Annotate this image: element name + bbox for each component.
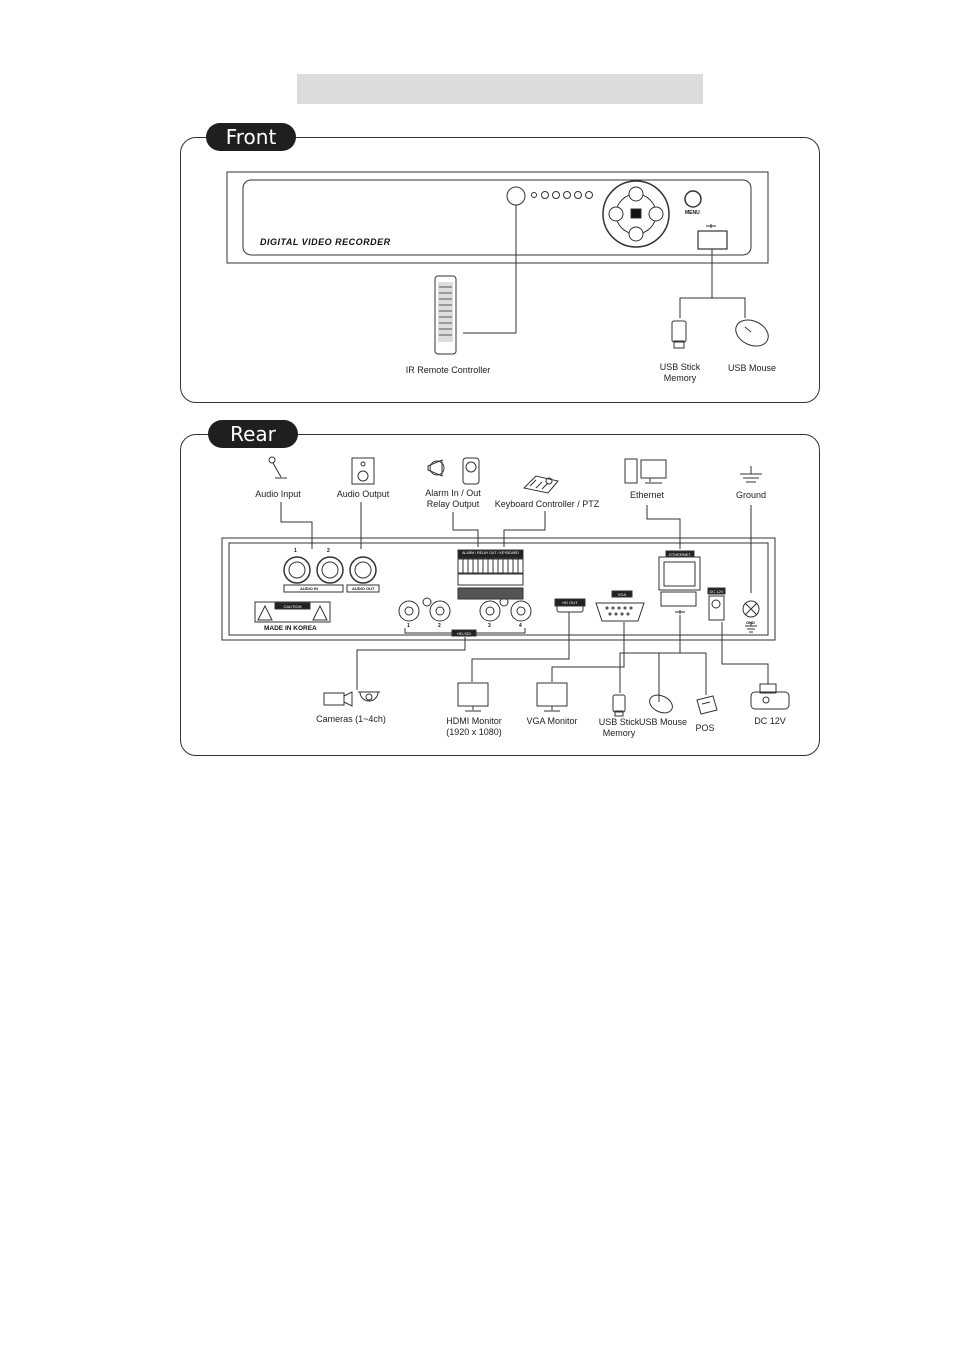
dc-adapter-icon <box>750 683 790 710</box>
speaker-icon <box>351 457 375 485</box>
device-model-label: DIGITAL VIDEO RECORDER <box>260 237 391 247</box>
ethernet-label: Ethernet <box>629 490 665 500</box>
dc-power-jack-icon <box>707 587 726 621</box>
keyboard-ptz-label: Keyboard Controller / PTZ <box>494 499 600 509</box>
ground-symbol-icon <box>740 466 762 483</box>
alarm-relay-label: Alarm In / Out Relay Output <box>425 488 481 509</box>
rear-panel-frame <box>180 434 820 756</box>
gnd-terminal-icon <box>742 600 760 633</box>
menu-label: MENU <box>685 210 700 216</box>
rear-usb-mouse-icon <box>649 694 673 714</box>
usb-symbol-icon <box>706 224 716 228</box>
dc-12v-label: DC 12V <box>754 716 786 726</box>
front-section-tag: Front <box>206 123 296 151</box>
vga-monitor-label: VGA Monitor <box>526 716 578 726</box>
ir-remote-icon <box>434 275 457 355</box>
audio-in-2-label: 2 <box>327 548 330 554</box>
vga-panel-label: VGA <box>617 592 627 597</box>
channel-1-label: 1 <box>407 623 410 629</box>
page-title-bar <box>297 74 703 104</box>
alarm-strip-label: ALARM / RELAY OUT / KEYBOARD <box>462 551 519 555</box>
ethernet-port-icon <box>658 550 701 591</box>
gnd-panel-label: GND <box>746 620 755 625</box>
audio-output-label: Audio Output <box>336 489 390 499</box>
dc-panel-label: DC 12V <box>709 589 724 594</box>
menu-button-icon <box>684 190 702 208</box>
hdmi-monitor-label: HDMI Monitor (1920 x 1080) <box>446 716 502 737</box>
channel-3-label: 3 <box>488 623 491 629</box>
hd-sdi-label: HD-SDI <box>457 631 471 636</box>
rear-usb-stick-label: USB Stick Memory <box>598 717 640 738</box>
led-indicator-icons <box>531 191 593 199</box>
channel-2-label: 2 <box>438 623 441 629</box>
usb-mouse-label: USB Mouse <box>727 363 777 373</box>
caution-label: CAUTION <box>283 604 302 609</box>
dvr-front-unit <box>226 171 769 264</box>
rear-section-tag: Rear <box>208 420 298 448</box>
channel-4-label: 4 <box>519 623 522 629</box>
vga-port-icon <box>595 602 645 622</box>
ir-remote-label: IR Remote Controller <box>405 365 491 375</box>
camera-icons <box>323 691 380 707</box>
made-in-label: MADE IN KOREA <box>264 625 317 632</box>
rear-usb-port-icon <box>660 591 697 607</box>
ptz-keyboard-icon <box>522 475 559 494</box>
sensor-icon <box>462 457 480 485</box>
ground-label: Ground <box>735 490 767 500</box>
pos-label: POS <box>695 723 715 733</box>
alarm-terminal-block-icon <box>457 549 524 600</box>
audio-input-label: Audio Input <box>255 489 301 499</box>
hd-out-label: HD OUT <box>562 600 578 605</box>
audio-in-jacks-icon <box>283 556 344 593</box>
audio-out-panel-label: AUDIO OUT <box>352 586 375 591</box>
vga-monitor-icon <box>536 682 568 712</box>
usb-stick-icon <box>671 320 687 349</box>
ethernet-pc-icon <box>624 458 667 484</box>
navigation-pad-icon <box>602 180 670 248</box>
audio-out-jack-icon <box>346 556 380 593</box>
microphone-icon <box>268 456 287 479</box>
pos-terminal-icon <box>696 695 718 715</box>
cameras-label: Cameras (1~4ch) <box>316 714 386 724</box>
audio-in-1-label: 1 <box>294 548 297 554</box>
bnc-camera-inputs-icon <box>398 597 532 637</box>
rear-usb-mouse-label: USB Mouse <box>638 717 688 727</box>
siren-icon <box>427 459 445 477</box>
caution-label-icon <box>254 601 331 623</box>
usb-stick-label: USB Stick Memory <box>659 362 701 383</box>
usb-mouse-icon <box>735 319 769 347</box>
ethernet-panel-label: ETHERNET <box>669 552 691 557</box>
audio-in-panel-label: AUDIO IN <box>300 586 318 591</box>
front-panel-frame <box>180 137 820 403</box>
rear-usb-stick-icon <box>612 694 626 717</box>
hdmi-monitor-icon <box>457 682 489 712</box>
